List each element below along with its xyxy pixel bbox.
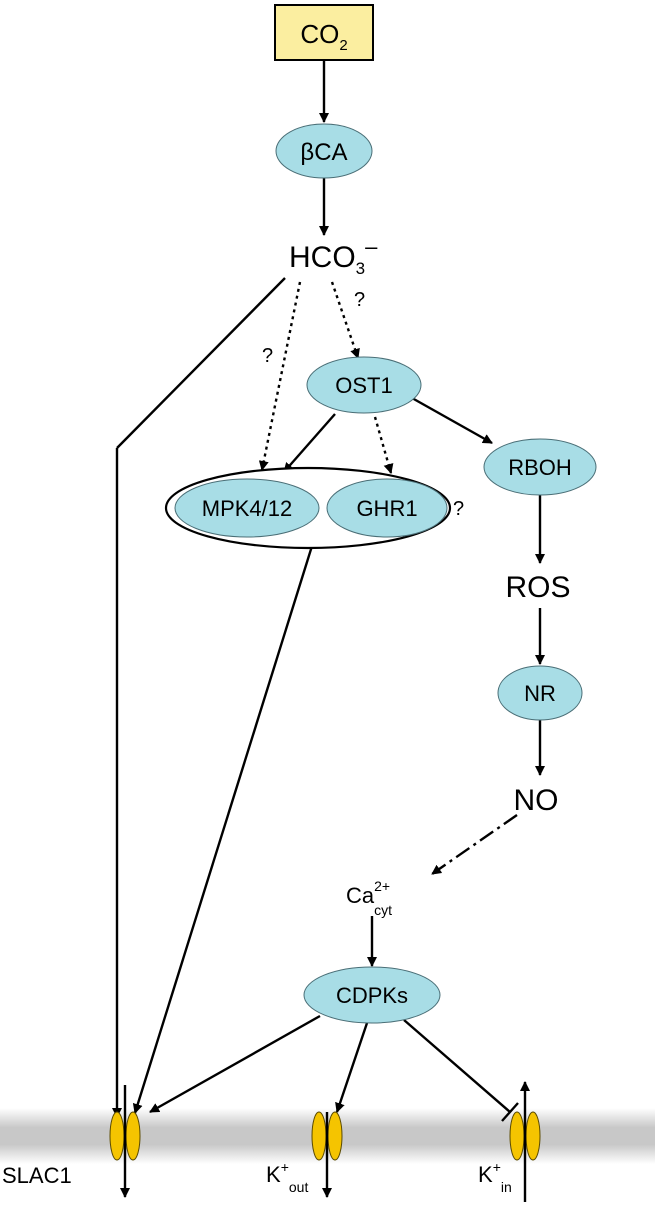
- slac1-label: SLAC1: [2, 1163, 72, 1188]
- question-mark-ghr1: ?: [453, 498, 464, 520]
- edge-ost1-mpk: [283, 413, 336, 473]
- edge-cdpks-slac1: [149, 1014, 321, 1114]
- edges: [112, 60, 545, 1122]
- question-mark-hco3-mpk: ?: [262, 345, 273, 367]
- edge-hco3-slac1: [116, 277, 286, 449]
- rboh-label: RBOH: [508, 455, 572, 480]
- edge-cdpks-kout: [335, 1022, 369, 1113]
- kin-channel: [509, 1081, 541, 1202]
- ghr1-label: GHR1: [356, 496, 417, 521]
- co2-node: CO2: [274, 4, 374, 61]
- question-mark-hco3-ost1: ?: [354, 289, 365, 311]
- mpk-node: [174, 478, 320, 538]
- ghr1-node: [326, 478, 448, 538]
- co2-subscript: 2: [339, 37, 347, 54]
- edge-kin-inhibit-bar: [501, 1102, 519, 1122]
- kout-label: K+out: [266, 1159, 308, 1195]
- svg-text:CO2: CO2: [300, 19, 347, 54]
- ros-label: ROS: [505, 571, 570, 604]
- nr-label: NR: [524, 681, 556, 706]
- edge-ost1-ghr1-dotted: [373, 416, 394, 474]
- nr-node: NR: [497, 665, 583, 721]
- bca-label: βCA: [300, 139, 347, 166]
- cdpks-label: CDPKs: [336, 983, 408, 1008]
- bca-node: βCA: [275, 123, 373, 179]
- slac1-channel: [109, 1085, 141, 1198]
- mpk-label: MPK4/12: [202, 496, 293, 521]
- ost1-node: OST1: [306, 356, 422, 414]
- edge-hco3-mpk-dotted: [258, 281, 302, 471]
- cdpks-node: CDPKs: [303, 966, 441, 1024]
- edge-complex-slac1: [132, 545, 314, 1114]
- kin-label: K+in: [478, 1159, 512, 1195]
- kout-channel: [311, 1111, 343, 1198]
- ca-label: Ca2+cyt: [346, 878, 392, 918]
- edge-cdpks-kin-inhibit: [403, 1019, 511, 1113]
- mpk-ghr1-complex: MPK4/12 GHR1: [164, 466, 452, 550]
- edge-ost1-rboh: [411, 396, 493, 445]
- co2-label: CO: [300, 19, 339, 49]
- rboh-node: RBOH: [483, 438, 597, 496]
- no-label: NO: [514, 784, 559, 817]
- ost1-label: OST1: [335, 373, 392, 398]
- hco3-label: HCO3–: [289, 234, 378, 278]
- edge-no-ca-dashed: [431, 814, 518, 875]
